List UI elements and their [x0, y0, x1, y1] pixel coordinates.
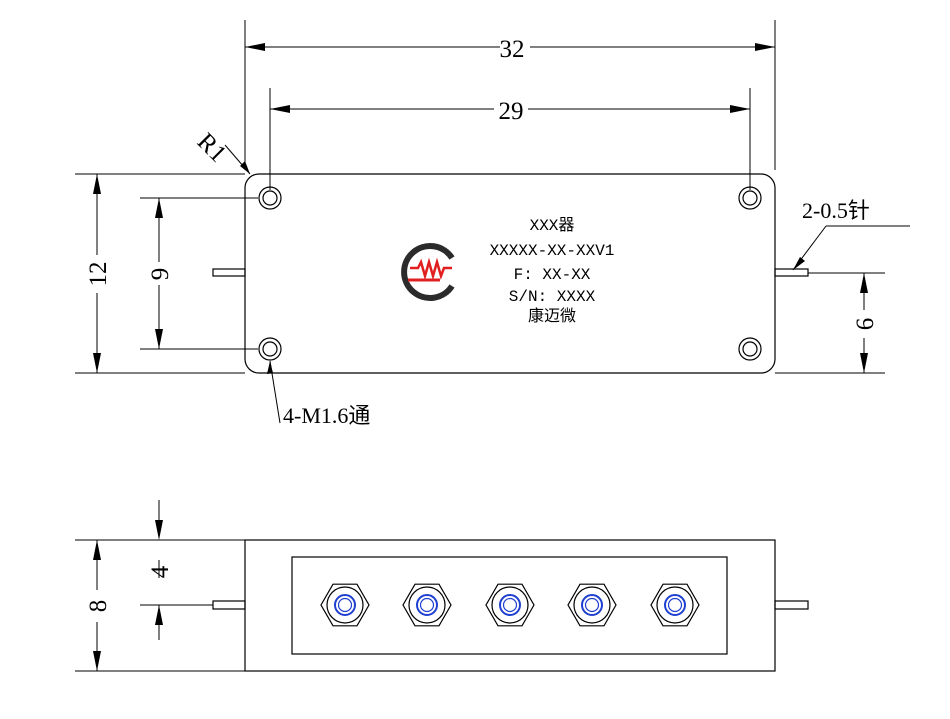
label-line-3: F: XX-XX [514, 266, 591, 284]
connector-panel [291, 556, 728, 655]
arrow-icon [155, 605, 163, 625]
company-logo-icon [401, 243, 455, 301]
label-line-1: XXX器 [530, 216, 575, 235]
sma-connector-icon [567, 583, 617, 627]
arrow-icon [155, 329, 163, 349]
arrow-icon [155, 520, 163, 540]
dim-hole-pitch-width: 9 [147, 268, 174, 281]
pin-callout: 2-0.5针 [802, 198, 870, 223]
hole-callout: 4-M1.6通 [283, 403, 370, 428]
dim-connector-height: 4 [147, 565, 174, 578]
sma-connector-icon [650, 583, 700, 627]
dim-overall-width: 12 [85, 262, 112, 287]
dim-corner-radius: R1 [192, 128, 232, 168]
label-line-4: S/N: XXXX [509, 288, 596, 306]
arrow-icon [860, 353, 868, 373]
sma-connector-icon [485, 583, 535, 627]
arrow-icon [93, 353, 101, 373]
dim-overall-height: 8 [85, 600, 112, 613]
arrow-icon [155, 198, 163, 218]
sma-connector-icon [402, 583, 452, 627]
arrow-icon [245, 43, 265, 51]
pin-left-side [212, 600, 246, 610]
dim-hole-pitch-length: 29 [499, 98, 524, 125]
arrow-icon [860, 273, 868, 293]
arrow-icon [267, 361, 273, 374]
mounting-hole [738, 337, 762, 361]
connector-group [320, 583, 700, 627]
sma-connector-icon [320, 583, 370, 627]
arrow-icon [240, 161, 250, 174]
mounting-hole [258, 186, 282, 210]
arrow-icon [730, 105, 750, 113]
label-line-2: XXXXX-XX-XXV1 [490, 242, 615, 260]
label-line-5: 康迈微 [528, 307, 576, 326]
pin-right-side [774, 600, 809, 610]
arrow-icon [755, 43, 775, 51]
dim-pin-offset: 6 [852, 318, 879, 331]
dim-overall-length: 32 [500, 36, 525, 63]
filter-body-side-view [244, 539, 776, 672]
arrow-icon [793, 257, 805, 270]
mounting-hole [738, 186, 762, 210]
filter-body-top-view [244, 173, 776, 374]
pin-right [774, 268, 809, 277]
mounting-hole [258, 337, 282, 361]
arrow-icon [93, 651, 101, 671]
pin-left [212, 268, 246, 277]
arrow-icon [270, 105, 290, 113]
arrow-icon [93, 540, 101, 560]
arrow-icon [93, 174, 101, 194]
